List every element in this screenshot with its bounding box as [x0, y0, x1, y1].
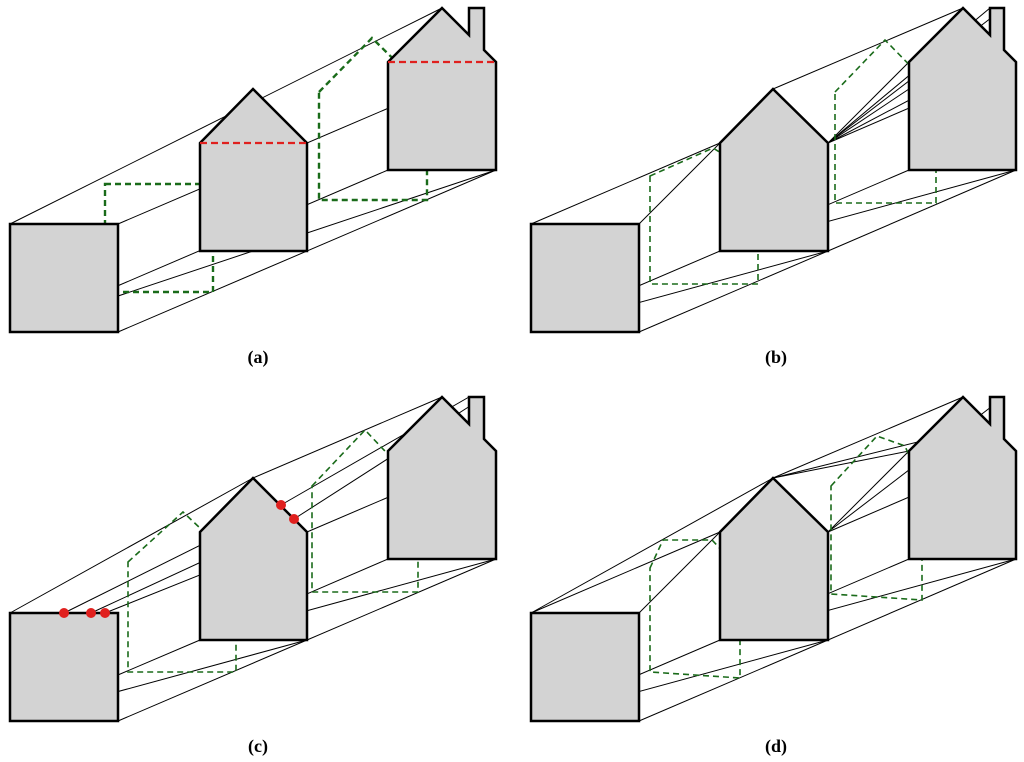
panel-c-house — [198, 476, 309, 642]
correspondence-point — [276, 500, 286, 510]
panel-d-square — [529, 611, 641, 723]
panel-b-house — [718, 87, 830, 253]
panel-d-house — [718, 476, 830, 642]
panel-c-correspondence-points — [59, 500, 299, 618]
panel-d-house-chimney — [907, 395, 1018, 561]
panel-a: (a) — [8, 6, 498, 368]
panel-b: (b) — [529, 6, 1018, 368]
panel-a-section-cuts — [200, 60, 496, 145]
panel-a-house-chimney — [386, 6, 498, 172]
panel-c-house-chimney — [386, 395, 498, 561]
panel-c: (c) — [8, 395, 498, 757]
correspondence-point — [289, 514, 299, 524]
panel-a-square — [8, 222, 120, 334]
panel-c-square — [8, 611, 120, 723]
panel-b-square — [529, 222, 641, 334]
panel-d-key-shapes — [529, 395, 1018, 723]
panel-c-label: (c) — [248, 736, 268, 757]
panel-d: (d) — [529, 395, 1018, 757]
panel-a-house — [198, 87, 309, 253]
panel-c-key-shapes — [8, 395, 498, 723]
panel-a-label: (a) — [248, 347, 269, 368]
correspondence-point — [86, 608, 96, 618]
correspondence-point — [100, 608, 110, 618]
panel-b-key-shapes — [529, 6, 1018, 334]
panel-a-key-shapes — [8, 6, 498, 334]
correspondence-point — [59, 608, 69, 618]
panel-b-house-chimney — [907, 6, 1018, 172]
panel-b-label: (b) — [765, 347, 787, 368]
panel-d-label: (d) — [765, 736, 787, 757]
